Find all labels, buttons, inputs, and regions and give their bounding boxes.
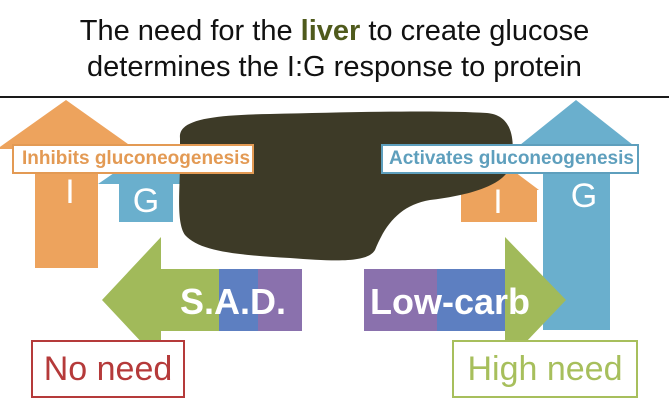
left-insulin-letter: I bbox=[65, 173, 75, 211]
title-line-2: determines the I:G response to protein bbox=[87, 51, 582, 83]
sad-label: S.A.D. bbox=[180, 281, 287, 322]
lowcarb-label: Low-carb bbox=[370, 281, 531, 322]
sad-arrow-blue-segment bbox=[219, 269, 259, 331]
slide-title: The need for the liver to create glucose… bbox=[0, 0, 669, 98]
lowcarb-arrow-purple-segment bbox=[364, 269, 438, 331]
no-need-box: No need bbox=[31, 340, 185, 398]
high-need-box: High need bbox=[452, 340, 638, 398]
title-highlight-liver: liver bbox=[300, 15, 361, 47]
title-text-before: The need for the bbox=[79, 15, 301, 47]
activates-gluconeogenesis-label: Activates gluconeogenesis bbox=[381, 144, 639, 174]
inhibits-gluconeogenesis-label: Inhibits gluconeogenesis bbox=[12, 144, 254, 174]
sad-arrow-green-body bbox=[161, 269, 220, 331]
title-text-after: to create glucose bbox=[360, 15, 590, 47]
left-glucagon-letter: G bbox=[132, 182, 160, 220]
lowcarb-arrow-blue-segment bbox=[437, 269, 507, 331]
right-glucagon-letter: G bbox=[570, 177, 598, 215]
liver-shape bbox=[179, 111, 513, 261]
right-insulin-letter: I bbox=[493, 183, 503, 221]
lowcarb-arrow-head bbox=[505, 237, 566, 364]
left-insulin-arrow bbox=[0, 100, 135, 268]
sad-arrow-purple-segment bbox=[258, 269, 302, 331]
sad-arrow-head bbox=[102, 237, 169, 363]
